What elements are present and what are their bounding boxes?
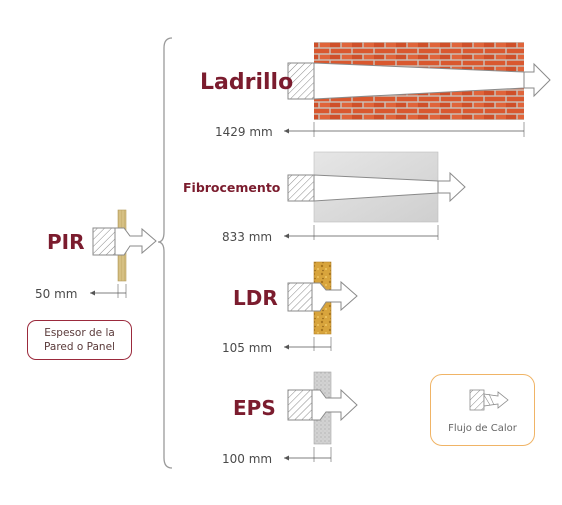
pir-group: PIR 50 mm: [35, 209, 157, 301]
fibrocemento-hatch-block: [287, 174, 315, 202]
ldr-hatch-block: [287, 282, 313, 312]
fibrocemento-group: Fibrocemento 833 mm: [183, 151, 466, 244]
fibrocemento-label: Fibrocemento: [183, 180, 281, 195]
pir-heat-flow-arrow: [114, 227, 157, 256]
fibrocemento-thickness: 833 mm: [222, 230, 272, 244]
ladrillo-label: Ladrillo: [200, 70, 293, 95]
eps-group: EPS 100 mm: [222, 371, 358, 466]
heat-flow-legend-label: Flujo de Calor: [448, 423, 517, 434]
eps-label: EPS: [233, 396, 276, 420]
ladrillo-group: Ladrillo 1429 mm: [200, 42, 551, 139]
heat-flow-legend: Flujo de Calor: [430, 374, 535, 446]
grouping-brace: [157, 37, 173, 469]
eps-hatch-block: [287, 389, 313, 421]
pir-thickness: 50 mm: [35, 287, 77, 301]
ladrillo-thickness: 1429 mm: [215, 125, 273, 139]
pir-hatch-block: [92, 227, 116, 256]
eps-thickness: 100 mm: [222, 452, 272, 466]
thickness-legend-line2: Pared o Panel: [44, 341, 115, 353]
ladrillo-heat-flow-arrow: [523, 62, 551, 98]
ldr-thickness: 105 mm: [222, 341, 272, 355]
thickness-legend-line1: Espesor de la: [44, 327, 115, 339]
ldr-heat-flow-arrow: [311, 280, 358, 312]
thickness-legend: Espesor de la Pared o Panel: [27, 320, 132, 360]
ladrillo-hatch-block: [287, 62, 315, 100]
fibrocemento-heat-flow-arrow: [437, 171, 466, 203]
pir-label: PIR: [47, 230, 85, 254]
ldr-group: LDR 105 mm: [222, 261, 358, 355]
eps-heat-flow-arrow: [311, 388, 358, 422]
ldr-label: LDR: [233, 286, 278, 310]
